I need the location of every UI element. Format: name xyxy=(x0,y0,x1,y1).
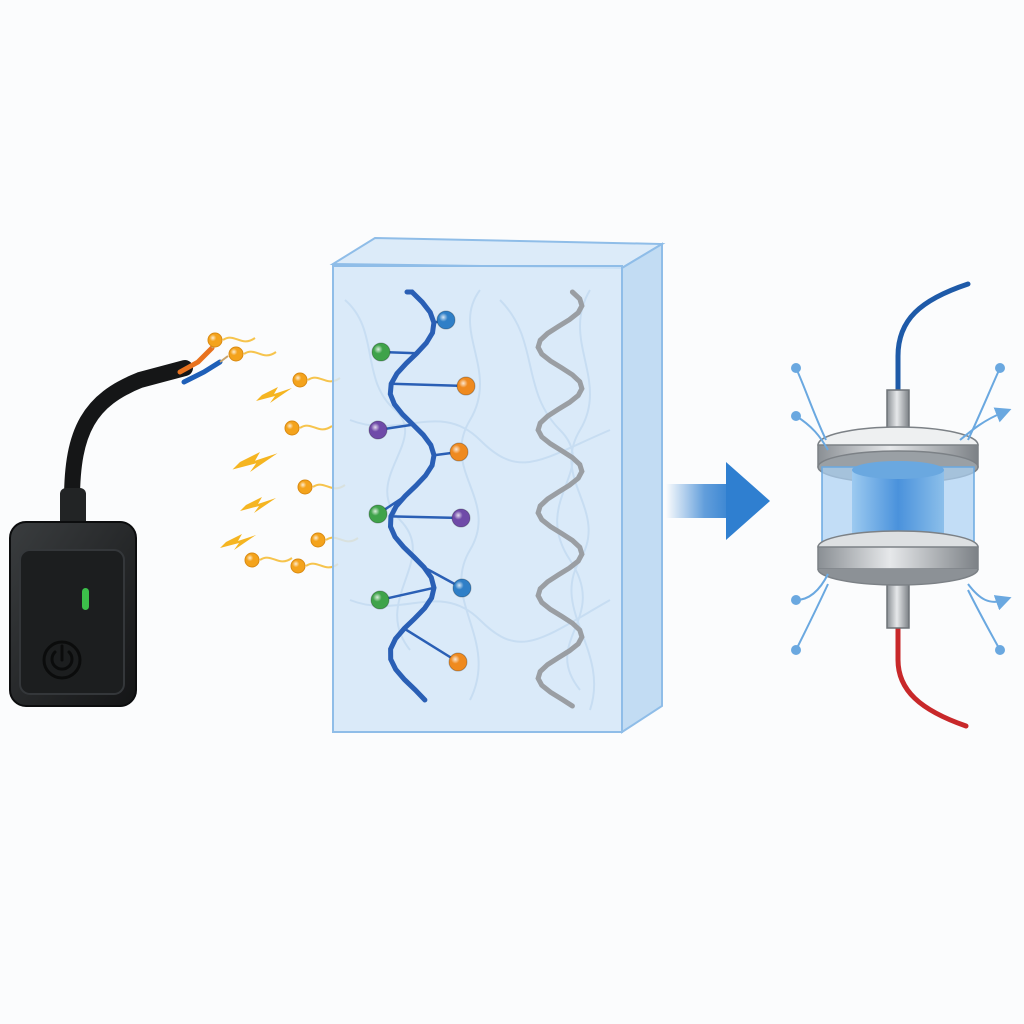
side-group-highlight xyxy=(452,509,470,527)
side-group-highlight xyxy=(369,421,387,439)
electron-highlight xyxy=(293,373,307,387)
side-group-bond xyxy=(391,382,467,388)
ion-dot xyxy=(995,363,1005,373)
side-group-highlight xyxy=(457,377,475,395)
ion-dot xyxy=(791,363,801,373)
electron-highlight xyxy=(208,333,222,347)
wire-blue xyxy=(181,359,223,385)
status-led xyxy=(82,588,89,610)
block-top-face xyxy=(329,236,666,270)
ion-dot xyxy=(791,595,801,605)
side-group-highlight xyxy=(371,591,389,609)
ion-dot xyxy=(791,411,801,421)
arrow-right-icon xyxy=(666,462,770,540)
side-group-highlight xyxy=(449,653,467,671)
bottom-plate-bottom xyxy=(817,568,979,586)
lightning-bolt-icon xyxy=(240,497,276,513)
field-line xyxy=(967,589,1001,651)
field-line xyxy=(795,367,827,441)
cable-strain-relief xyxy=(60,488,86,528)
lightning-bolt-icon xyxy=(220,534,256,550)
energy-wave xyxy=(259,556,293,563)
electron-highlight xyxy=(298,480,312,494)
field-line xyxy=(967,583,1012,611)
side-group-highlight xyxy=(437,311,455,329)
energy-wave xyxy=(243,350,277,357)
plain-polymer-chain xyxy=(535,289,585,709)
lead-wire-red xyxy=(895,615,969,729)
bottom-plate-rim xyxy=(817,546,979,570)
lightning-bolt-icon xyxy=(256,387,292,403)
side-group-highlight xyxy=(369,505,387,523)
lightning-bolt-icon xyxy=(232,452,278,472)
side-group-highlight xyxy=(450,443,468,461)
electron-highlight xyxy=(229,347,243,361)
ion-dot xyxy=(995,645,1005,655)
side-group-highlight xyxy=(453,579,471,597)
side-group-bond xyxy=(390,515,462,520)
block-front-face xyxy=(332,265,623,733)
electric-field-lines xyxy=(791,363,1012,655)
power-cable xyxy=(64,360,193,508)
hydrogel-block xyxy=(329,236,666,734)
electron-highlight xyxy=(311,533,325,547)
device-face xyxy=(19,549,125,695)
energy-transfer-group xyxy=(207,332,359,574)
wire-tip xyxy=(219,355,229,363)
electron-highlight xyxy=(285,421,299,435)
side-group-highlight xyxy=(372,343,390,361)
energy-wave xyxy=(222,336,256,343)
capacitor-device xyxy=(791,281,1012,729)
lead-wire-blue xyxy=(895,281,971,401)
core-top xyxy=(852,461,944,479)
energy-wave xyxy=(299,424,333,431)
power-icon xyxy=(42,640,82,680)
functionalized-polymer-chain xyxy=(368,289,476,703)
side-group-bond xyxy=(379,586,435,602)
electron-highlight xyxy=(245,553,259,567)
block-right-face xyxy=(621,242,663,734)
field-line xyxy=(795,583,829,651)
ion-dot xyxy=(791,645,801,655)
polymer-backbone xyxy=(387,289,437,703)
power-supply-device xyxy=(9,339,229,707)
wire-orange xyxy=(177,345,215,375)
field-line xyxy=(967,367,1001,441)
field-line xyxy=(959,407,1012,441)
electron-highlight xyxy=(291,559,305,573)
side-group-bond xyxy=(403,627,459,664)
